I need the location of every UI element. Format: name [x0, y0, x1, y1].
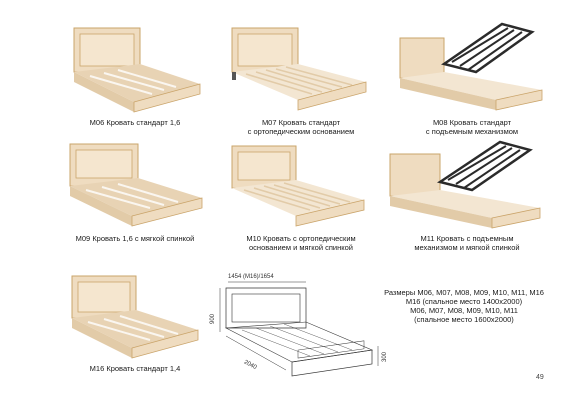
caption-m10: М10 Кровать с ортопедическим основанием …: [246, 234, 356, 252]
width-dimension: 1454 (М16)/1654: [228, 274, 274, 280]
side-height-dimension: 300: [382, 351, 386, 362]
bed-m09-image: [69, 143, 203, 227]
caption-m11: М11 Кровать с подъемным механизмом и мяг…: [414, 234, 520, 252]
caption-m16: М16 Кровать стандарт 1,4: [89, 364, 181, 373]
bed-m07-image: [231, 27, 367, 111]
length-dimension: 2040: [243, 359, 258, 371]
technical-drawing: 1454 (М16)/1654 900 2040 300: [210, 274, 386, 377]
bed-m16-image: [71, 275, 199, 359]
bed-m10-image: [231, 145, 365, 227]
sizes-description: Размеры М06, М07, М08, М09, М10, М11, М1…: [384, 288, 544, 324]
caption-m06: М06 Кровать стандарт 1,6: [89, 118, 181, 127]
bed-m06-image: [73, 27, 201, 113]
bed-m11-image: [389, 140, 541, 229]
height-dimension: 900: [210, 313, 216, 324]
bed-m08-image: [399, 22, 543, 111]
caption-m08: М08 Кровать стандарт с подъемным механиз…: [425, 118, 519, 136]
page-number: 49: [536, 374, 544, 381]
caption-m07: М07 Кровать стандарт с ортопедическим ос…: [247, 118, 355, 136]
caption-m09: М09 Кровать 1,6 с мягкой спинкой: [75, 234, 195, 243]
